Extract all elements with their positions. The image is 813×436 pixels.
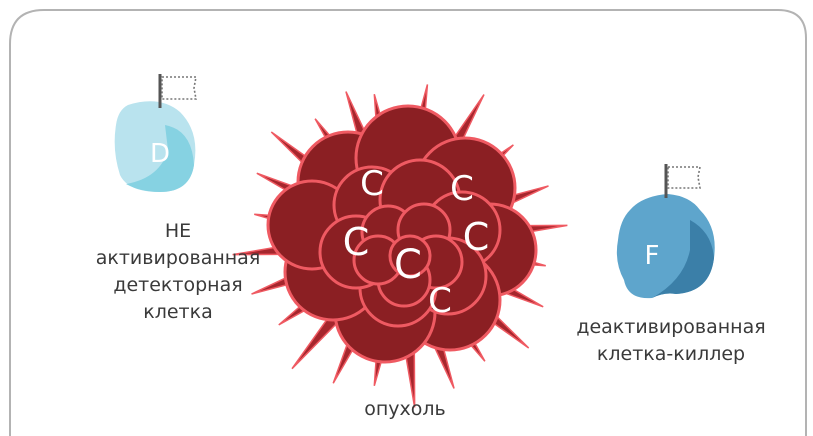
detector-cell-letter: D: [150, 139, 170, 169]
killer-cell: F: [617, 164, 715, 298]
label-line: НЕ: [90, 218, 266, 245]
label-line: детекторная: [90, 272, 266, 299]
tumor-letter: C: [450, 169, 474, 209]
tumor-label: опухоль: [340, 396, 470, 423]
label-line: активированная: [90, 245, 266, 272]
label-line: деактивированная: [552, 314, 790, 341]
tumor-letter: C: [463, 215, 490, 259]
tumor: C C C C C C: [233, 84, 568, 407]
label-line: клетка: [90, 299, 266, 326]
tumor-letter: C: [343, 220, 370, 264]
detector-cell: D: [115, 74, 196, 192]
flag-icon: [160, 74, 196, 108]
label-line: клетка-киллер: [552, 341, 790, 368]
detector-cell-label: НЕ активированная детекторная клетка: [90, 218, 266, 326]
tumor-letter: C: [428, 281, 452, 321]
tumor-letter: C: [394, 242, 422, 288]
flag-icon: [666, 164, 700, 198]
killer-cell-letter: F: [645, 241, 660, 271]
killer-cell-label: деактивированная клетка-киллер: [552, 314, 790, 368]
tumor-letter: C: [360, 164, 384, 204]
